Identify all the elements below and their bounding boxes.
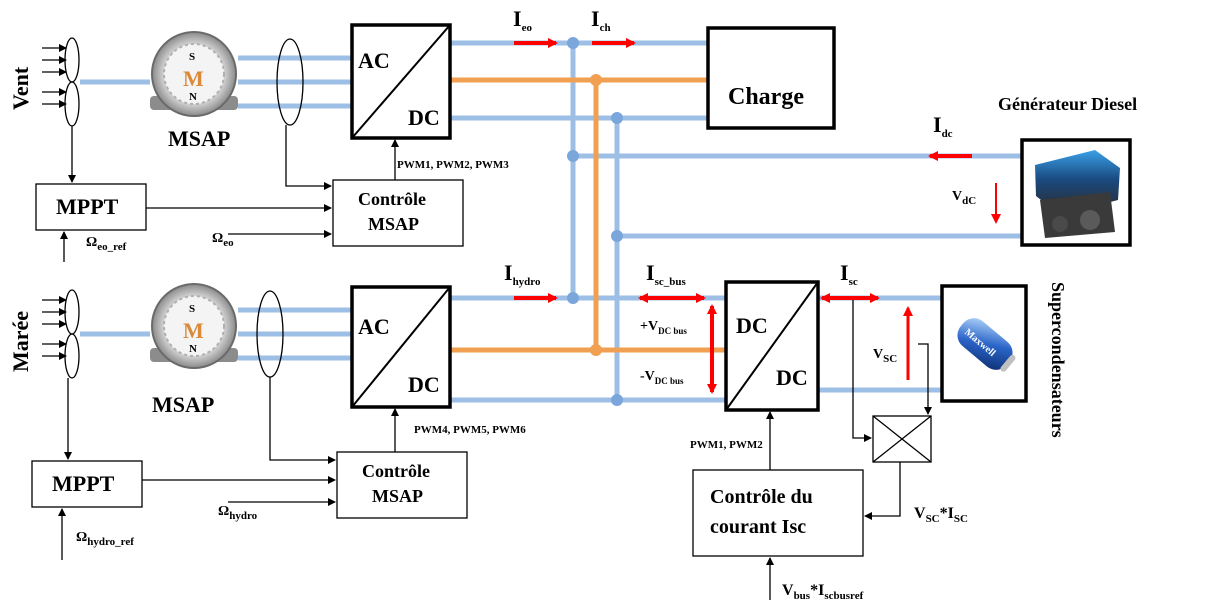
ac-label: AC <box>358 48 390 73</box>
dcdc-converter: DC DC <box>726 282 818 410</box>
diesel-engine-icon <box>1022 140 1130 245</box>
controle-bottom-line1: Contrôle <box>362 461 430 481</box>
vbus-isc-label: Vbus*Iscbusref <box>782 582 864 602</box>
msap-top-label: MSAP <box>168 126 230 151</box>
motor-m-letter: M <box>183 318 204 343</box>
mppt-top-box: MPPT <box>36 184 146 230</box>
controle-isc-line2: courant Isc <box>710 516 806 538</box>
wind-turbine-icon <box>42 38 79 126</box>
motor-m-letter: M <box>183 66 204 91</box>
charge-box: Charge <box>708 28 834 128</box>
controle-top-line1: Contrôle <box>358 189 426 209</box>
controle-msap-top-box: Contrôle MSAP <box>333 180 463 246</box>
v-dc-label: VdC <box>952 189 976 207</box>
dc-label: DC <box>408 372 440 397</box>
msap-motor-icon-bottom: S M N <box>150 284 238 368</box>
omega-eo-ref-label: Ωeo_ref <box>86 235 127 253</box>
pwm-top-label: PWM1, PWM2, PWM3 <box>397 159 509 171</box>
v-sc-label: VSC <box>873 347 897 365</box>
ac-label: AC <box>358 314 390 339</box>
maree-label: Marée <box>8 311 33 372</box>
i-dc-label: Idc <box>933 112 953 140</box>
pwm-dcdc-label: PWM1, PWM2 <box>690 439 763 451</box>
supercondensateurs-label: Supercondensateurs <box>1048 282 1068 438</box>
i-hydro-label: Ihydro <box>504 260 541 288</box>
generateur-label: Générateur Diesel <box>998 94 1137 114</box>
mppt-top-label: MPPT <box>56 194 119 219</box>
motor-n-letter: N <box>189 343 197 355</box>
charge-label: Charge <box>728 84 804 110</box>
mppt-bottom-label: MPPT <box>52 471 115 496</box>
controle-isc-line1: Contrôle du <box>710 486 813 508</box>
dc-label: DC <box>408 105 440 130</box>
dcdc-right-label: DC <box>776 365 808 390</box>
v-dcbus-minus-label: -VDC bus <box>640 369 684 386</box>
msap-motor-icon-top: S M N <box>150 32 238 116</box>
multiplier-block <box>873 416 931 462</box>
motor-s-letter: S <box>189 303 195 315</box>
motor-s-letter: S <box>189 51 195 63</box>
msap-bottom-label: MSAP <box>152 392 214 417</box>
omega-hydro-label: Ωhydro <box>218 504 258 522</box>
controle-msap-bottom-box: Contrôle MSAP <box>337 452 467 518</box>
controle-bottom-line2: MSAP <box>372 486 423 506</box>
controle-top-line2: MSAP <box>368 214 419 234</box>
dcdc-left-label: DC <box>736 313 768 338</box>
motor-n-letter: N <box>189 91 197 103</box>
acdc-converter-bottom: AC DC <box>352 287 450 407</box>
supercapacitor-icon: Maxwell <box>942 286 1026 401</box>
omega-hydro-ref-label: Ωhydro_ref <box>76 530 134 548</box>
vent-label: Vent <box>8 66 33 110</box>
v-dcbus-plus-label: +VDC bus <box>640 319 687 336</box>
tidal-turbine-icon <box>42 290 79 378</box>
pwm-bottom-label: PWM4, PWM5, PWM6 <box>414 424 526 436</box>
i-sc-label: Isc <box>840 260 858 288</box>
i-sc-bus-label: Isc_bus <box>646 260 686 288</box>
vsc-isc-label: VSC*ISC <box>914 505 968 525</box>
i-eo-label: Ieo <box>513 6 532 34</box>
mppt-bottom-box: MPPT <box>32 461 142 507</box>
acdc-converter-top: AC DC <box>352 25 450 138</box>
controle-isc-box: Contrôle du courant Isc <box>693 470 863 556</box>
i-ch-label: Ich <box>591 6 611 34</box>
